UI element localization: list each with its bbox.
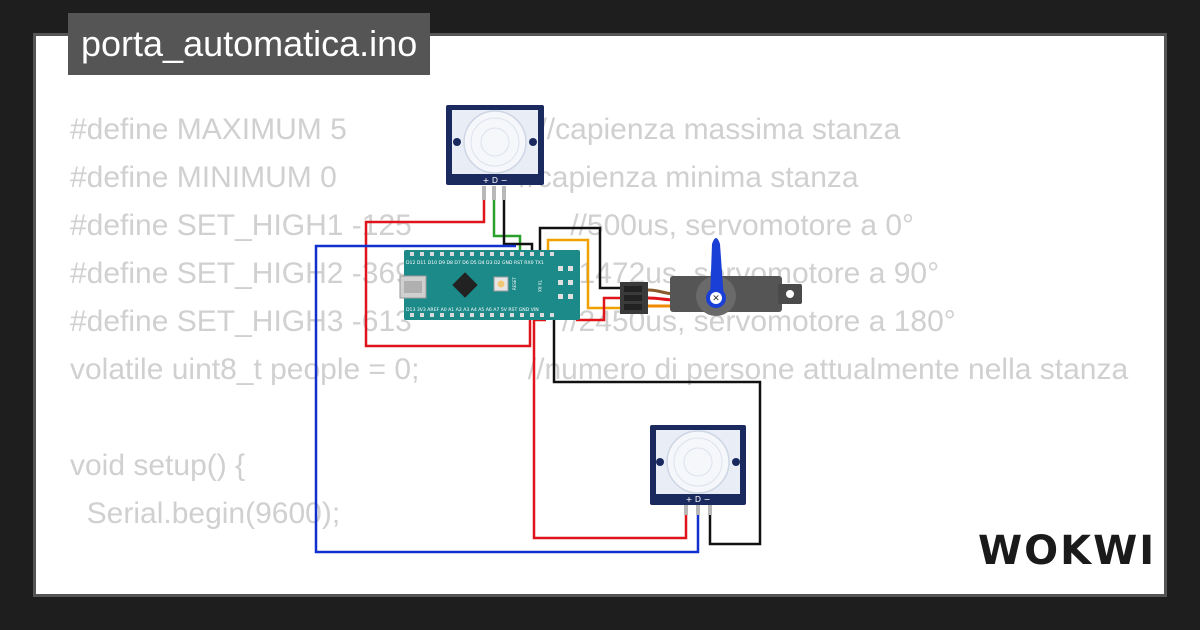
code-line: DDRD &= ~(_BV(2) | _BV(3)); //PIR come i… xyxy=(70,586,1130,594)
tx-rx-label: TX RX xyxy=(537,279,542,292)
microcontroller-chip xyxy=(452,272,478,298)
wire-black-servo-gnd xyxy=(538,226,622,290)
file-title-tab[interactable]: porta_automatica.ino xyxy=(68,13,431,75)
wire-black-bottom-pir-gnd xyxy=(552,320,762,546)
pir-sensor-bottom[interactable]: + D − xyxy=(650,425,746,515)
icsp-header xyxy=(558,266,573,299)
board-pin-labels-top: D12 D11 D10 D9 D8 D7 D6 D5 D4 D3 D2 GND … xyxy=(406,260,544,266)
bottom-pir-pin-labels: + D − xyxy=(686,495,711,504)
board-pin-labels-bottom: D13 3V3 AREF A0 A1 A2 A3 A4 A5 A6 A7 5V … xyxy=(406,307,539,313)
servo-horn[interactable] xyxy=(710,238,724,300)
pir-sensor-top[interactable]: + D − xyxy=(446,105,544,200)
top-pir-pin-labels: + D − xyxy=(483,176,508,185)
wire-green-top-pir-data xyxy=(492,188,522,252)
arduino-nano-board[interactable]: D12 D11 D10 D9 D8 D7 D6 D5 D4 D3 D2 GND … xyxy=(399,250,580,320)
wire-red-servo-vcc xyxy=(576,296,622,322)
wire-red-top-pir-vcc xyxy=(364,188,532,348)
reset-label: RESET xyxy=(512,277,517,290)
brand-text: WOKWI xyxy=(978,528,1157,574)
svg-text:✕: ✕ xyxy=(712,294,720,304)
project-preview-card: #define MAXIMUM 5 //capienza massima sta… xyxy=(33,33,1167,597)
code-line: #define SET_HIGH1 -125 //500us, servomot… xyxy=(70,209,915,242)
code-line: #define MAXIMUM 5 //capienza massima sta… xyxy=(70,113,901,146)
wokwi-logo[interactable]: WOKWI xyxy=(978,528,1156,574)
code-line: Serial.begin(9600); xyxy=(70,497,341,530)
servo-motor[interactable]: ✕ xyxy=(620,238,802,316)
wire-black-top-pir-gnd xyxy=(502,188,534,252)
code-editor: #define MAXIMUM 5 //capienza massima sta… xyxy=(70,106,1130,594)
code-line: void setup() { xyxy=(70,449,246,482)
wire-blue-bottom-pir-data xyxy=(314,244,700,554)
wire-orange-servo-signal xyxy=(546,238,622,310)
